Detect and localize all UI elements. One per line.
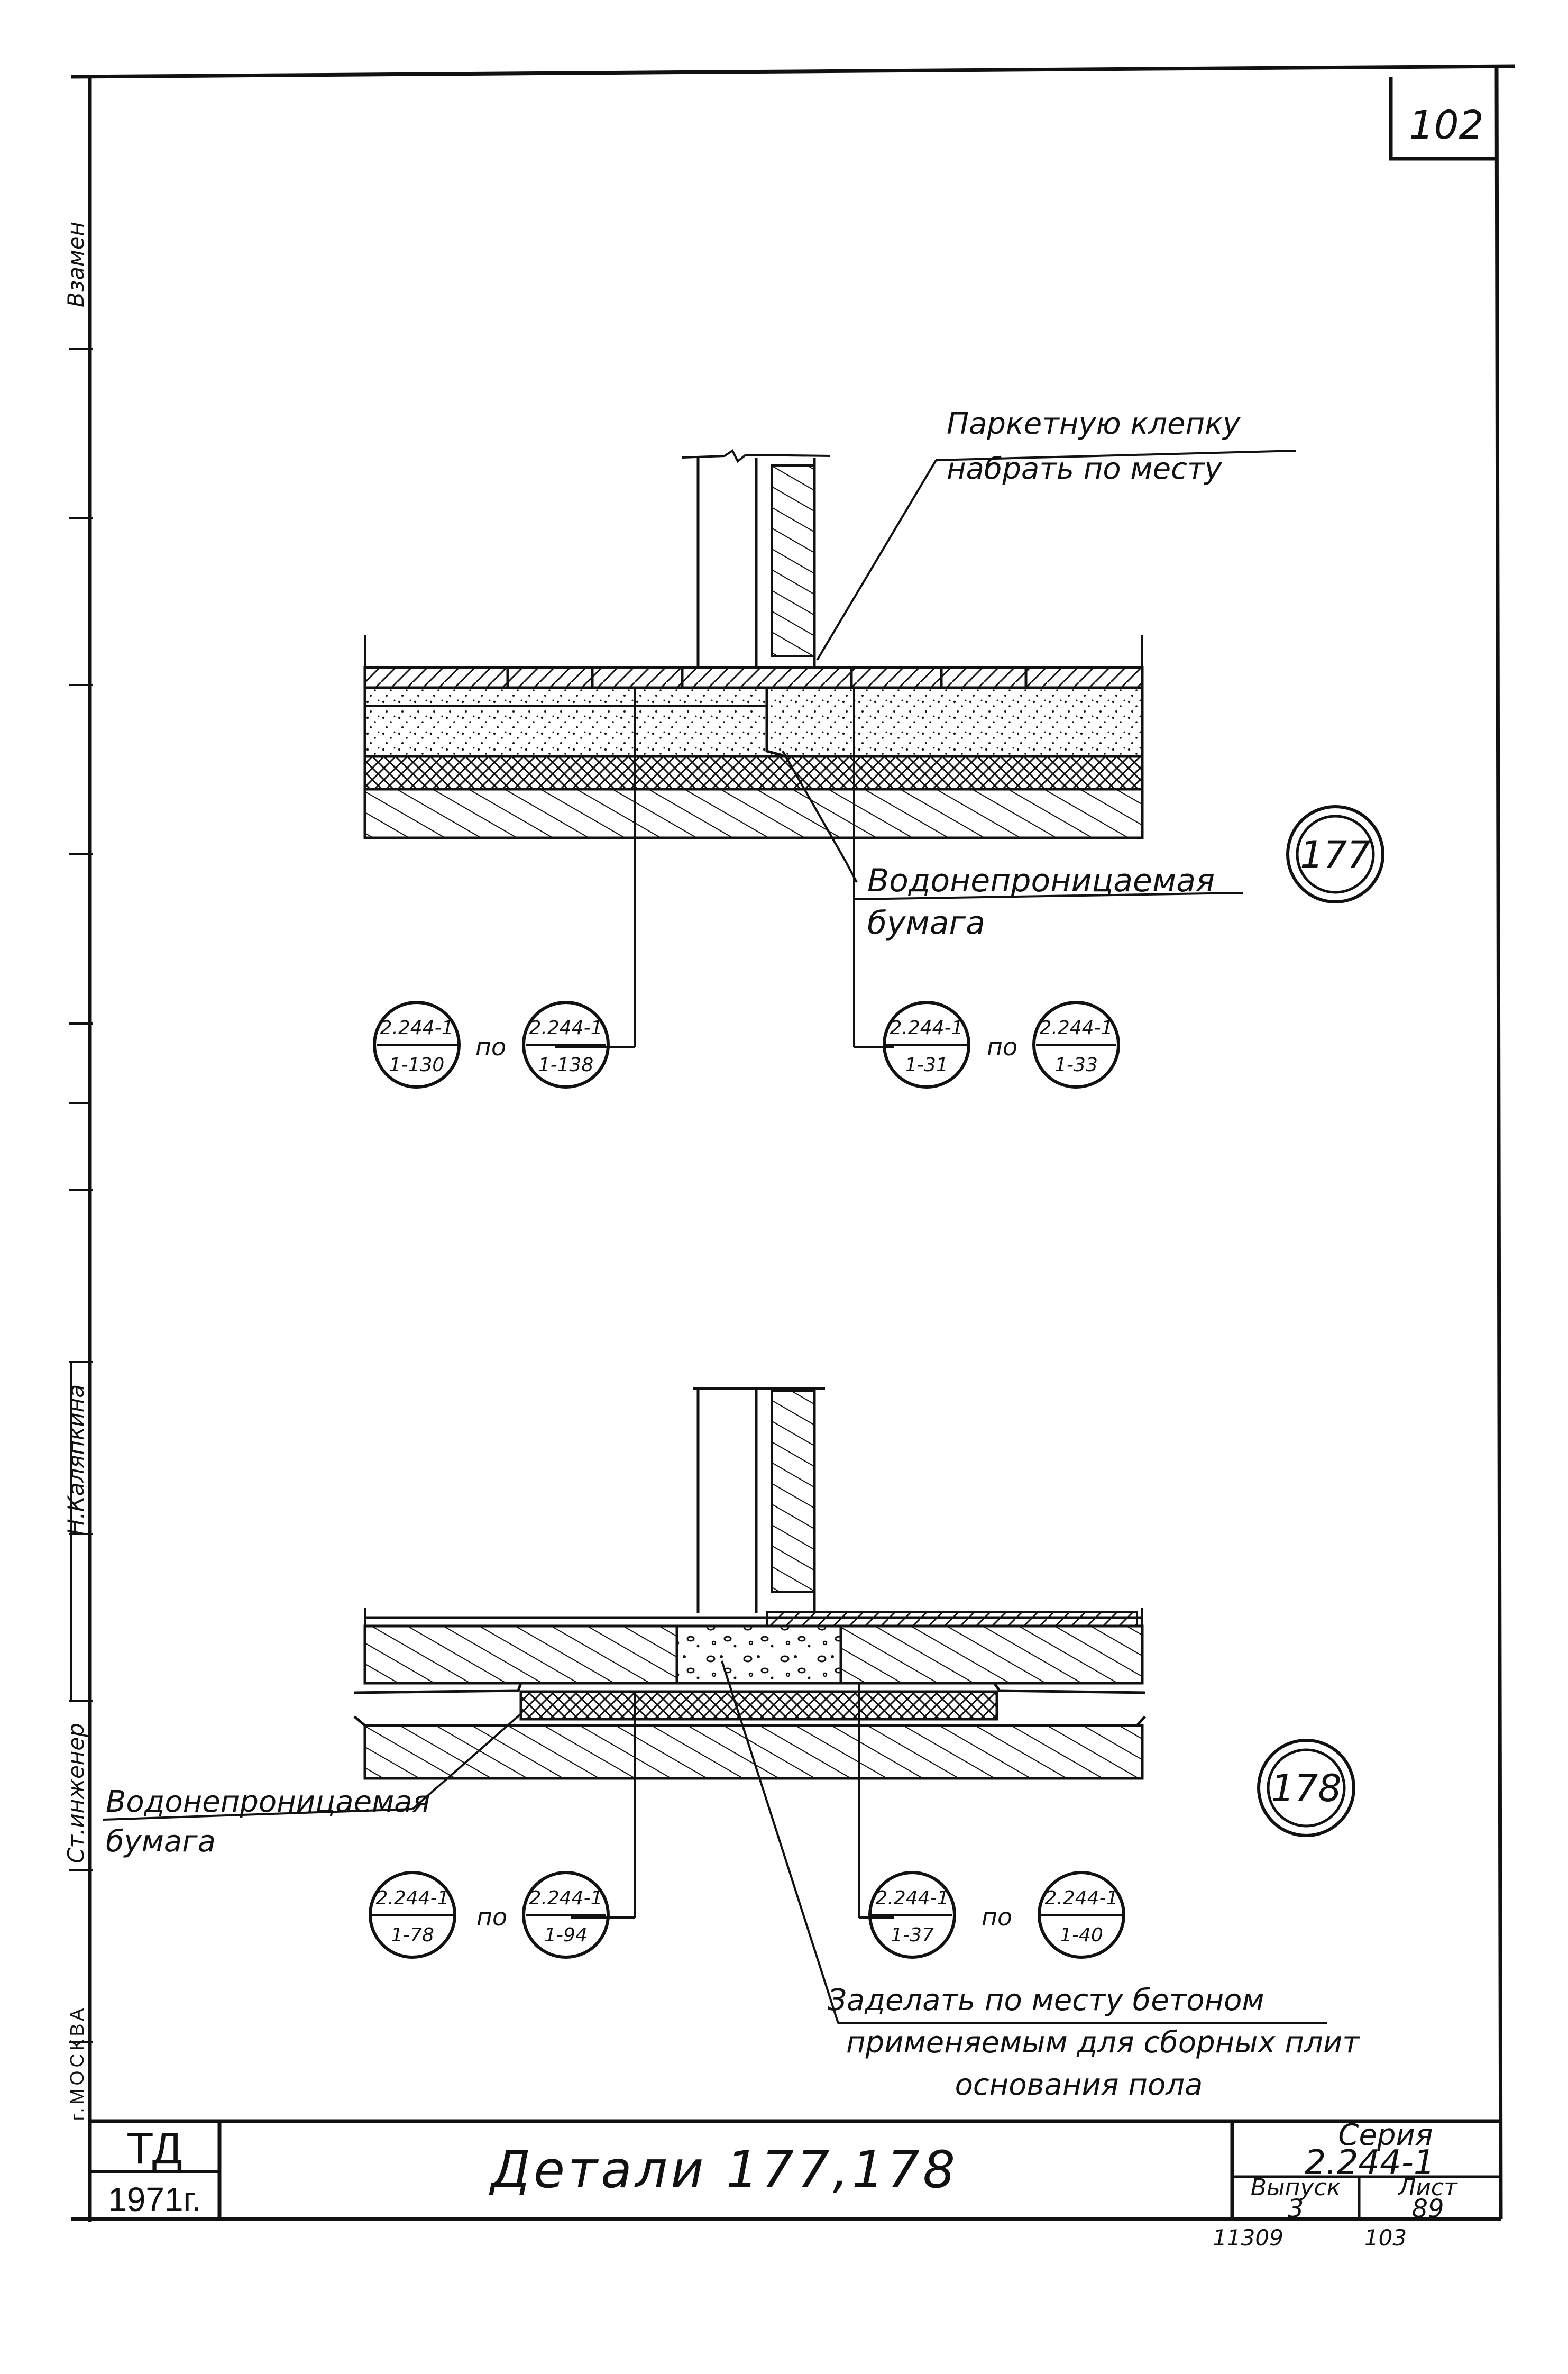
detail-178-marker [1257,1739,1355,1837]
title-block-org: ТД [126,2123,182,2173]
ref-178-4-top: 2.244-1 [1045,1887,1118,1909]
detail-178-marker-number: 178 [1271,1767,1342,1810]
side-label-top: Взамен [63,222,89,307]
detail-177-refs [373,1001,1120,1089]
ref-177-po-1: по [475,1033,506,1061]
side-label-signature: Н.Каляпкина [63,1384,89,1536]
ref-178-3-bottom: 1-37 [891,1924,934,1946]
side-label-city: г.МОСКВА [66,2005,88,2121]
detail-177-marker [1286,805,1384,903]
detail-178-note-concrete-line2: применяемым для сборных плит [846,2025,1360,2060]
detail-178-note-concrete-line1: Заделать по месту бетоном [828,1983,1264,2017]
title-block [90,2119,1499,2219]
ref-177-4-bottom: 1-33 [1054,1054,1098,1076]
ref-178-2-top: 2.244-1 [529,1887,603,1909]
detail-178-section [103,1387,1327,2024]
ref-178-2-bottom: 1-94 [544,1924,588,1946]
ref-177-1-bottom: 1-130 [389,1054,445,1076]
title-block-issue-value: 3 [1288,2194,1304,2224]
detail-177-section [363,449,1296,1048]
detail-178-note-paper-line1: Водонепроницаемая [106,1785,430,1819]
side-label-role: Ст.инженер [63,1723,89,1864]
footer-right-number: 103 [1364,2225,1407,2251]
ref-178-1-bottom: 1-78 [391,1924,434,1946]
detail-177-note-paper-line1: Водонепроницаемая [867,862,1215,899]
title-block-sheet-value: 89 [1411,2194,1444,2224]
detail-177-note-paper-line2: бумага [867,905,985,942]
title-block-title: Детали 177,178 [489,2140,958,2199]
ref-177-po-2: по [987,1033,1017,1061]
title-block-series-value: 2.244-1 [1304,2143,1435,2183]
title-block-series-label: Серия [1338,2118,1433,2152]
footer-left-number: 11309 [1213,2225,1283,2251]
page-number: 102 [1409,103,1483,148]
ref-177-4-top: 2.244-1 [1040,1017,1113,1039]
ref-177-3-bottom: 1-31 [905,1054,948,1076]
page-number-box [1389,77,1497,161]
ref-178-4-bottom: 1-40 [1060,1924,1103,1946]
ref-177-1-top: 2.244-1 [380,1017,454,1039]
ref-178-po-2: по [982,1903,1012,1931]
ref-177-2-bottom: 1-138 [538,1054,594,1076]
ref-178-1-top: 2.244-1 [376,1887,450,1909]
title-block-sheet-label: Лист [1397,2174,1458,2201]
detail-177-note-parquet-line2: набрать по месту [947,452,1223,486]
detail-178-note-paper-line2: бумага [106,1824,216,1859]
detail-178-note-concrete-line3: основания пола [955,2068,1203,2102]
detail-177-marker-number: 177 [1300,833,1371,876]
ref-177-3-top: 2.244-1 [890,1017,964,1039]
title-block-year: 1971г. [108,2180,201,2218]
title-block-issue-label: Выпуск [1251,2174,1341,2201]
sheet-frame [69,64,1516,2222]
detail-177-note-parquet-line1: Паркетную клепку [947,407,1241,441]
ref-178-3-top: 2.244-1 [876,1887,949,1909]
ref-177-2-top: 2.244-1 [529,1017,603,1039]
ref-178-po-1: по [476,1903,507,1931]
detail-178-refs [369,1871,1125,1959]
